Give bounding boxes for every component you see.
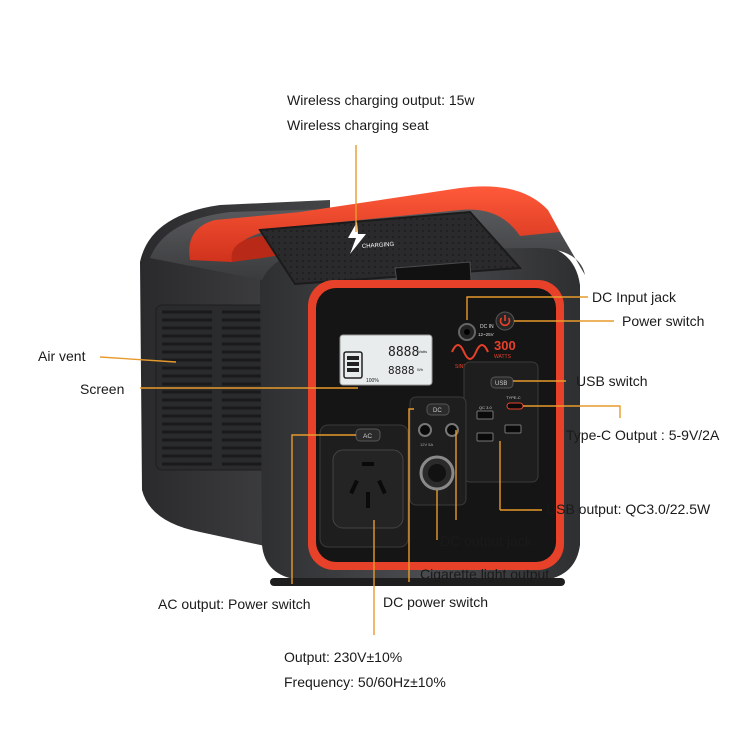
label-wireless-seat: Wireless charging seat xyxy=(287,117,429,133)
lcd-digits-wh: 8888 xyxy=(388,364,415,377)
usb-button-label: USB xyxy=(495,381,507,387)
label-output-voltage: Output: 230V±10% xyxy=(284,649,403,665)
callout-lines xyxy=(99,145,621,635)
usb-a-port-1 xyxy=(476,410,494,420)
typec-port xyxy=(506,402,524,410)
capacity-number: 300 xyxy=(494,338,516,353)
qc-label: QC 3.0 xyxy=(479,405,492,410)
lcd-digits-watts: 8888 xyxy=(388,345,419,360)
lcd-percent: 100% xyxy=(366,378,379,384)
label-cigarette-output: Cigarette light output xyxy=(420,566,550,582)
line-air-vent xyxy=(99,356,177,363)
label-usb-output: USB output: QC3.0/22.5W xyxy=(546,501,711,517)
lcd-unit-watts: Watts xyxy=(417,349,427,354)
ac-socket-pin-4 xyxy=(366,492,370,508)
label-screen: Screen xyxy=(80,381,125,397)
ac-socket-pin-3 xyxy=(377,479,387,495)
power-icon xyxy=(499,315,511,327)
charging-text: CHARGING xyxy=(362,242,395,250)
label-dc-input: DC Input jack xyxy=(592,289,677,305)
usb-switch-button xyxy=(490,376,514,389)
label-dc-output: DC output jack xyxy=(440,533,532,549)
typec-label: TYPE-C xyxy=(506,395,521,400)
dc-panel: DC 12V 5A xyxy=(409,396,467,506)
dc-in-spec: 12~25V xyxy=(478,332,494,337)
lcd-unit-wh: Wh xyxy=(417,367,423,372)
dc-jack-spec: 12V 5A xyxy=(420,442,433,447)
dc-input-jack: DC IN 12~25V xyxy=(458,323,494,341)
sine-wave-logo xyxy=(451,344,489,360)
line-dc-power xyxy=(408,408,414,582)
usb-a-port-3 xyxy=(504,424,522,434)
label-ac-output: AC output: Power switch xyxy=(158,596,311,612)
label-air-vent: Air vent xyxy=(38,348,86,364)
dc-switch-button xyxy=(426,403,450,416)
dc-button-label: DC xyxy=(433,408,442,414)
line-typec xyxy=(523,405,621,418)
device-base xyxy=(270,578,565,586)
ac-panel: AC xyxy=(319,424,409,548)
ac-button-label: AC xyxy=(363,433,372,440)
lightning-icon xyxy=(348,222,366,254)
line-dc-input xyxy=(466,296,588,320)
ac-socket-pin-2 xyxy=(349,479,359,495)
power-station-device: CHARGING 8888 Watts 8888 Wh 100% DC IN 1… xyxy=(140,186,585,586)
dc-output-jack-1 xyxy=(418,423,432,437)
label-usb-switch: USB switch xyxy=(576,373,648,389)
lcd-screen: 8888 Watts 8888 Wh 100% xyxy=(339,334,433,386)
label-dc-power-switch: DC power switch xyxy=(383,594,489,610)
battery-indicator xyxy=(343,351,363,379)
label-power-switch: Power switch xyxy=(622,313,705,329)
usb-a-port-2 xyxy=(476,432,494,442)
usb-panel: USB QC 3.0 TYPE-C xyxy=(463,361,539,483)
capacity-unit: WATTS xyxy=(494,354,512,360)
power-switch xyxy=(495,311,515,331)
label-wireless-output: Wireless charging output: 15w xyxy=(287,92,475,108)
dc-output-jack-2 xyxy=(445,423,459,437)
label-frequency: Frequency: 50/60Hz±10% xyxy=(284,674,446,690)
ac-socket xyxy=(332,449,404,529)
label-typec-output: Type-C Output : 5-9V/2A xyxy=(566,427,720,443)
line-ac-switch xyxy=(291,434,356,584)
dc-in-label: DC IN xyxy=(480,324,494,330)
ac-socket-pin-1 xyxy=(362,462,374,466)
